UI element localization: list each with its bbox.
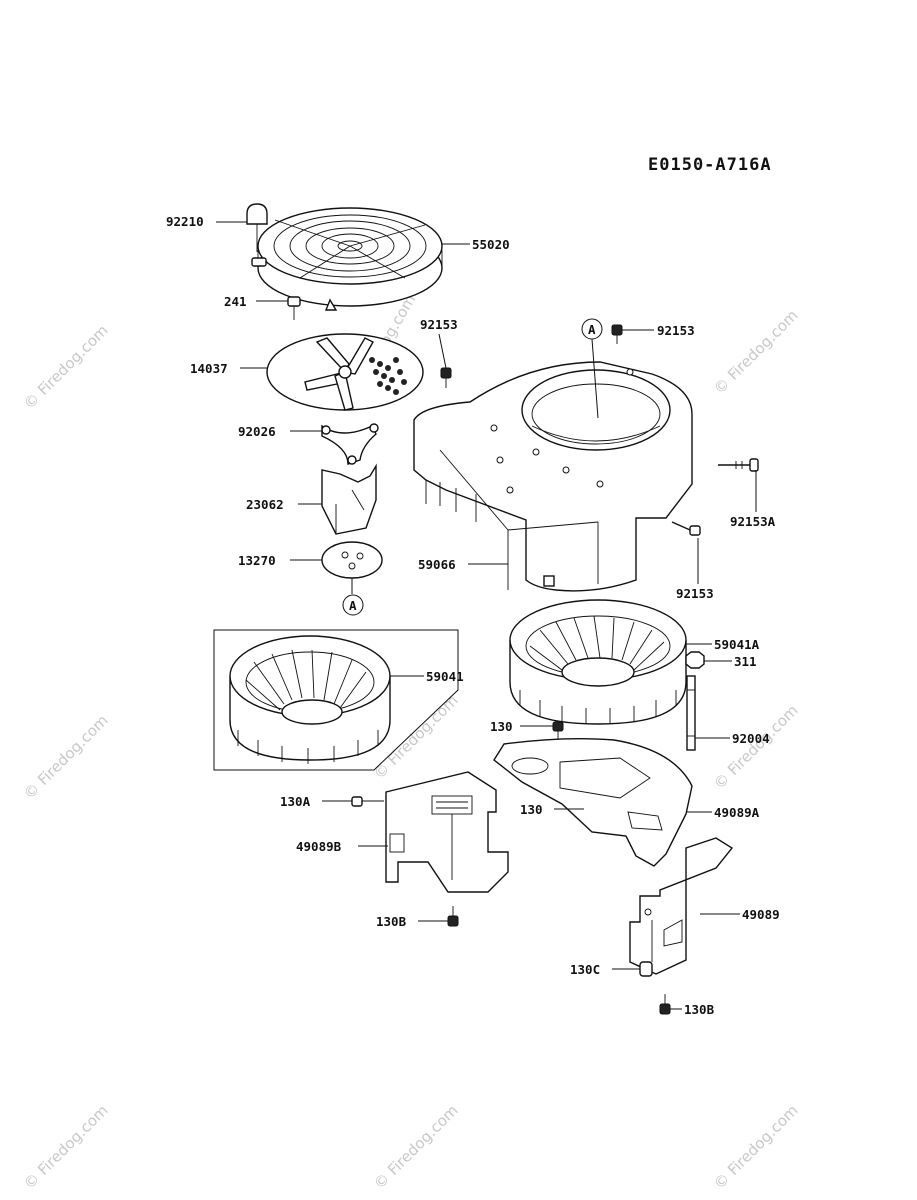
nut-311-illustration	[685, 651, 705, 669]
part-label-92153[interactable]: 92153	[420, 317, 458, 332]
rotating-screen-illustration	[251, 207, 443, 311]
bolt-92153a-illustration	[718, 458, 759, 472]
watermark: © Firedog.com	[20, 321, 112, 413]
stud-92004-illustration	[686, 675, 696, 751]
part-label-92004[interactable]: 92004	[732, 731, 770, 746]
part-label-14037[interactable]: 14037	[190, 361, 228, 376]
watermark: © Firedog.com	[710, 701, 802, 793]
part-label-130[interactable]: 130	[520, 802, 543, 817]
part-label-130b[interactable]: 130B	[376, 914, 407, 929]
bracket-92026-illustration	[321, 423, 379, 465]
baffle-49089-illustration	[629, 837, 734, 975]
plate-13270-illustration	[321, 541, 383, 579]
part-label-59041[interactable]: 59041	[426, 669, 464, 684]
reference-marker-a: A	[342, 578, 364, 616]
part-label-92153[interactable]: 92153	[657, 323, 695, 338]
reference-marker-label: A	[349, 598, 357, 613]
part-label-92153a[interactable]: 92153A	[730, 514, 776, 529]
bolt-130a-illustration	[351, 796, 384, 807]
part-label-92153[interactable]: 92153	[676, 586, 714, 601]
part-label-59066[interactable]: 59066	[418, 557, 456, 572]
part-label-49089a[interactable]: 49089A	[714, 805, 760, 820]
part-label-49089[interactable]: 49089	[742, 907, 780, 922]
part-label-311[interactable]: 311	[734, 654, 757, 669]
diagram-code: E0150-A716A	[648, 155, 772, 175]
baffle-49089a-illustration	[493, 737, 693, 867]
part-label-59041a[interactable]: 59041A	[714, 637, 760, 652]
part-label-92210[interactable]: 92210	[166, 214, 204, 229]
fan-plate-14037-illustration	[266, 333, 424, 411]
blower-housing-59066-illustration	[413, 361, 693, 592]
part-label-130a[interactable]: 130A	[280, 794, 311, 809]
bolt-92153-illustration	[671, 521, 701, 536]
part-label-241[interactable]: 241	[224, 294, 247, 309]
watermark: © Firedog.com	[370, 1101, 462, 1193]
nut-92210-illustration	[246, 203, 268, 252]
watermark: © Firedog.com	[710, 1101, 802, 1193]
baffle-49089b-illustration	[385, 771, 509, 893]
fan-59041-inset	[213, 629, 459, 771]
watermark: © Firedog.com	[20, 711, 112, 803]
bolt-130c-illustration	[639, 961, 653, 977]
part-label-130c[interactable]: 130C	[570, 962, 600, 977]
part-labels: 92210 55020 241 92153 14037 92026 23062 …	[166, 214, 780, 1017]
bolt-130b-illustration	[659, 994, 671, 1015]
watermark: © Firedog.com	[20, 1101, 112, 1193]
reference-marker-a: A	[581, 318, 603, 419]
bolt-92153-illustration	[611, 324, 623, 344]
part-label-49089b[interactable]: 49089B	[296, 839, 342, 854]
plate-23062-illustration	[321, 463, 377, 535]
leader-lines	[216, 221, 757, 1010]
watermark: © Firedog.com	[710, 306, 802, 398]
part-label-130b[interactable]: 130B	[684, 1002, 715, 1017]
part-label-92026[interactable]: 92026	[238, 424, 276, 439]
bolt-92153-illustration	[440, 367, 452, 388]
part-label-130[interactable]: 130	[490, 719, 513, 734]
part-label-13270[interactable]: 13270	[238, 553, 276, 568]
reference-marker-label: A	[588, 322, 596, 337]
fan-59041a-illustration	[509, 599, 687, 725]
bolt-130b-illustration	[447, 906, 459, 927]
part-label-23062[interactable]: 23062	[246, 497, 284, 512]
part-label-55020[interactable]: 55020	[472, 237, 510, 252]
bolt-241-illustration	[287, 296, 301, 320]
